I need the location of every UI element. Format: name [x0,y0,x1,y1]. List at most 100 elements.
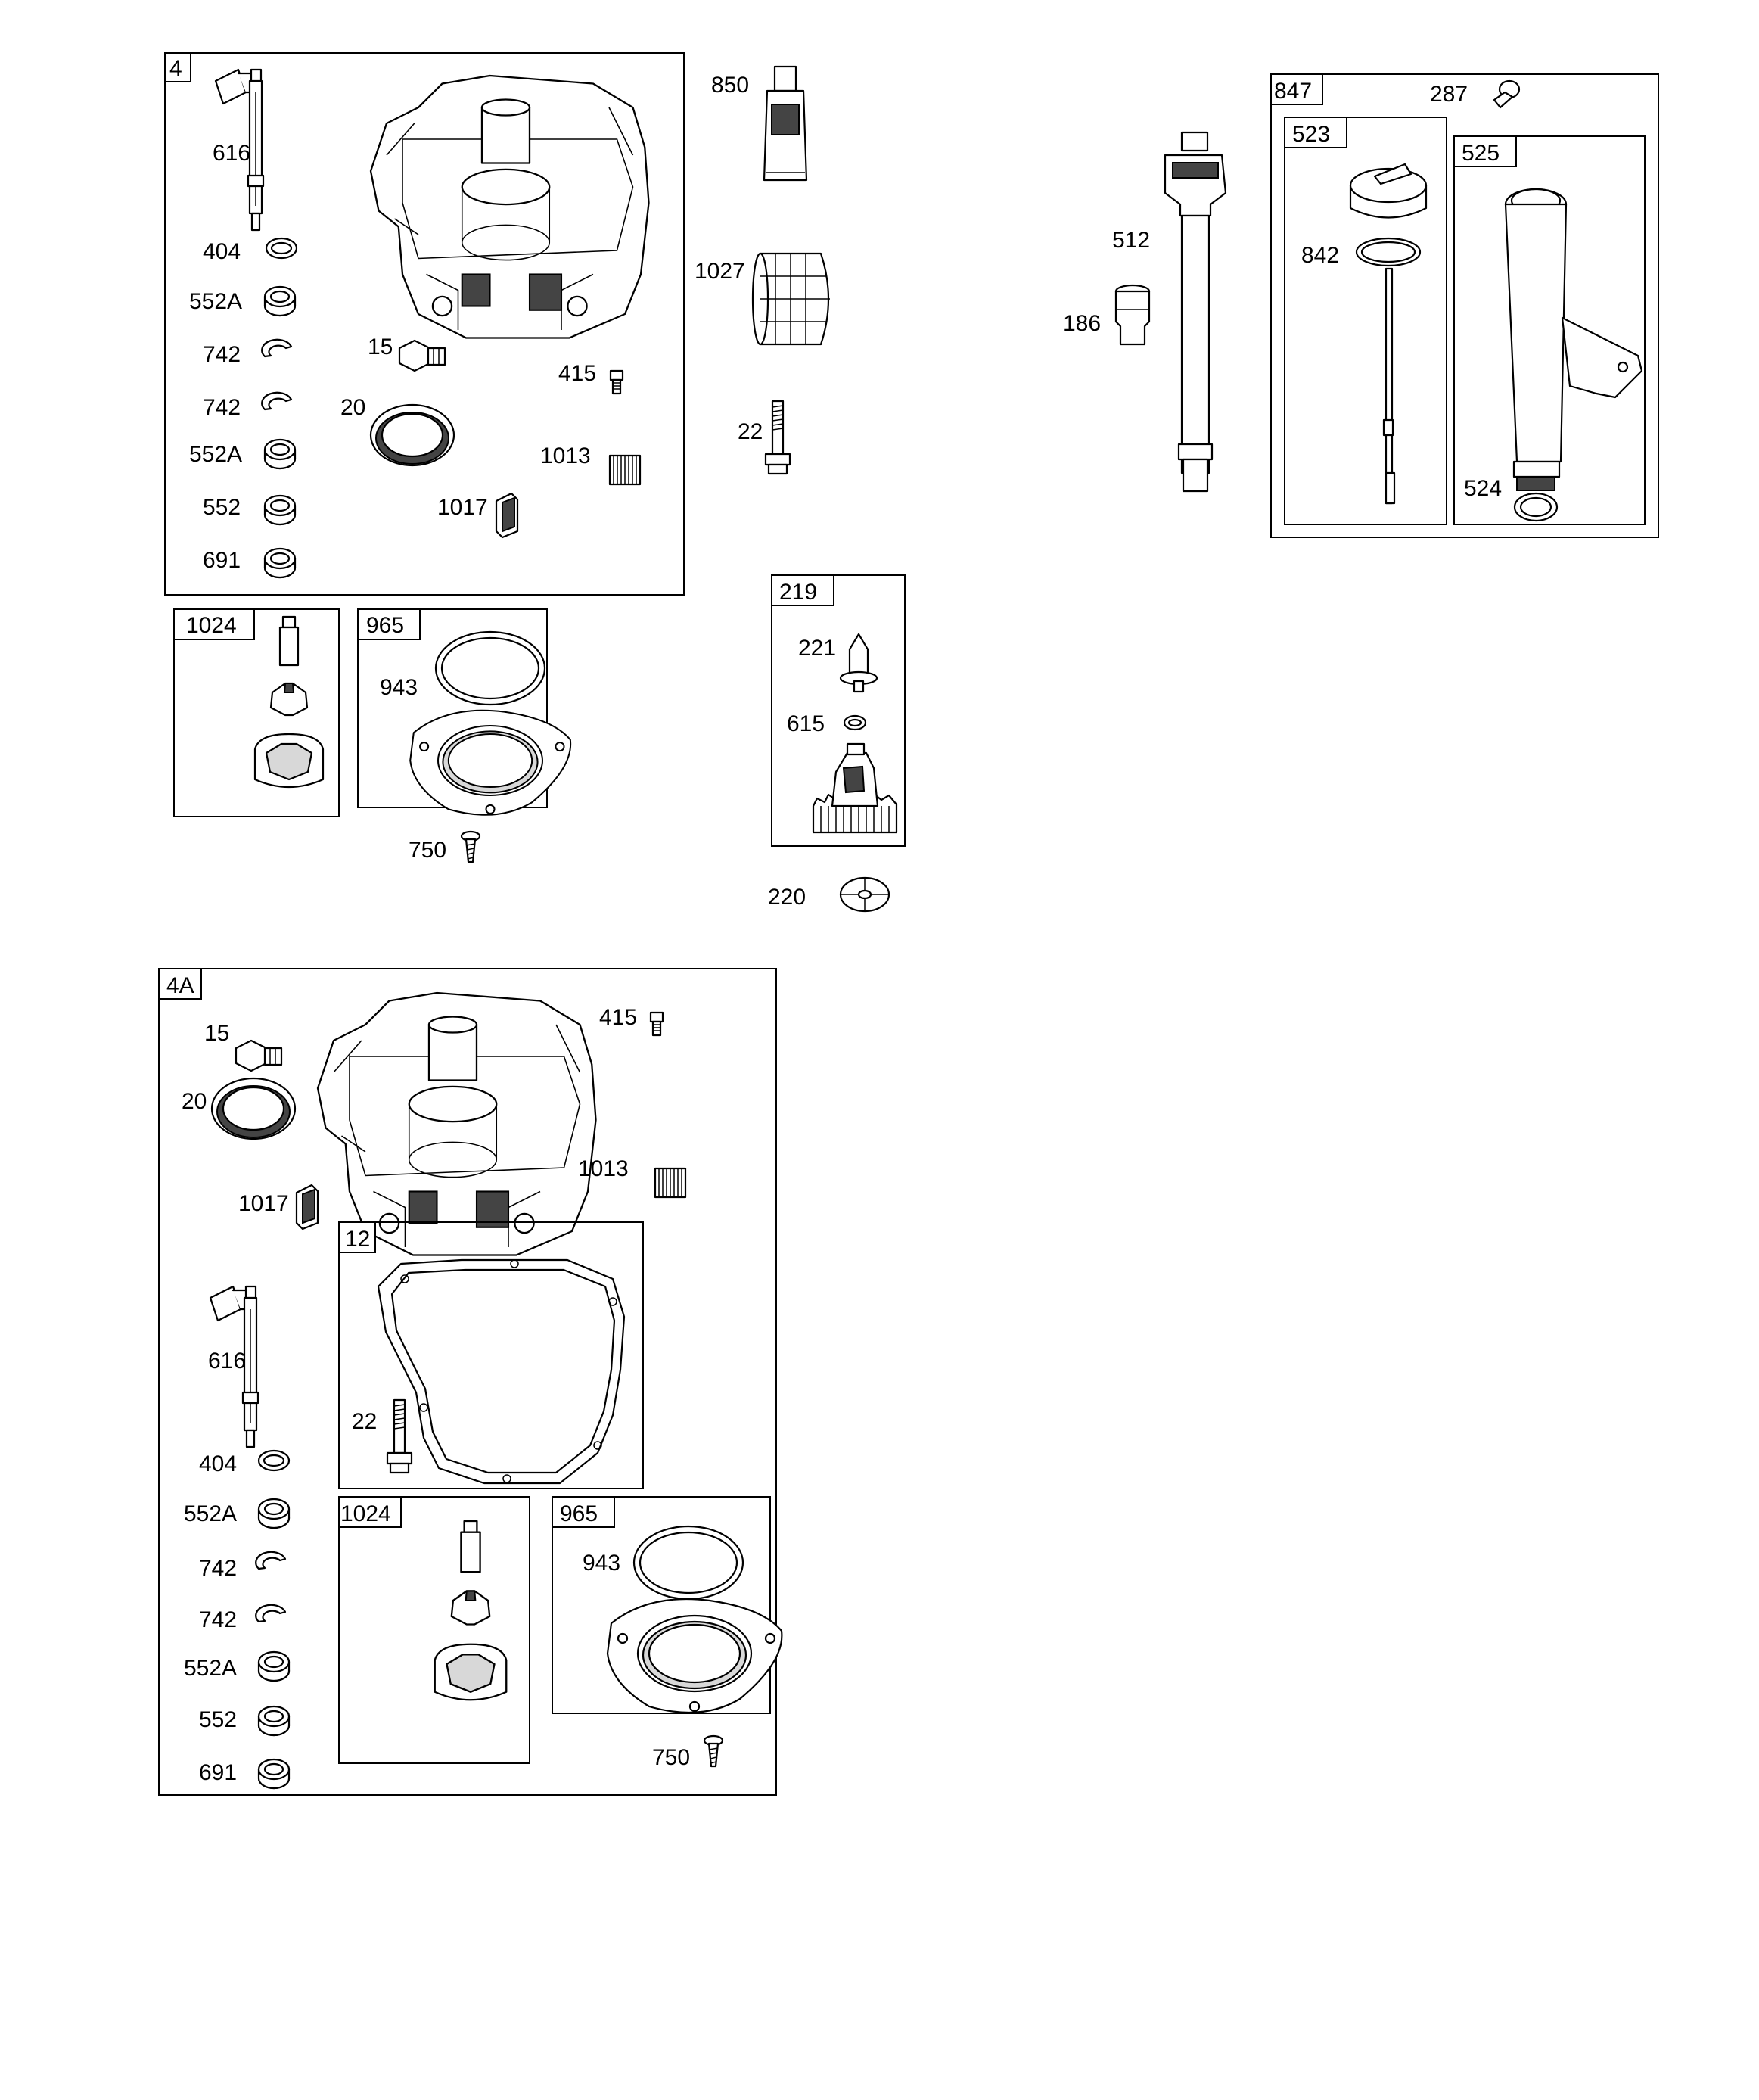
kit-1024-frame [338,1496,530,1764]
part-1024-oil-pump [434,1520,508,1701]
label-552A: 552A [189,442,242,467]
kit-4-frame [164,52,685,596]
part-186-adapter [1114,284,1151,346]
part-220-governor-cup [839,876,890,913]
kit-219-tag [771,574,834,606]
label-415: 415 [599,1005,637,1030]
label-552A: 552A [184,1656,237,1681]
part-742-clip [261,391,293,411]
kit-847-frame [1270,73,1659,538]
part-1017-clip [295,1184,319,1230]
kit-1024-number: 1024 [340,1501,391,1526]
part-15-plug [235,1039,283,1072]
label-742: 742 [203,342,241,367]
kit-965-frame [552,1496,771,1714]
part-525-fill-tube [1504,188,1643,491]
kit-219-frame [771,574,906,847]
label-552A: 552A [184,1501,237,1526]
kit-1024-number: 1024 [186,613,237,638]
label-943: 943 [380,675,418,700]
label-221: 221 [798,636,836,661]
part-552A-bushing [263,438,297,470]
part-22-bolt [764,400,791,475]
label-22: 22 [738,419,763,444]
label-691: 691 [203,548,241,573]
kit-4-number: 4 [169,56,182,81]
part-750-screw [460,830,481,863]
label-616: 616 [213,141,250,166]
part-20-seal [369,403,455,467]
label-742: 742 [199,1607,237,1632]
kit-965-tag [357,608,421,640]
kit-847-tag [1270,73,1323,105]
label-842: 842 [1301,243,1339,268]
part-20-seal [210,1077,297,1140]
part-552A-bushing [257,1498,291,1529]
label-512: 512 [1112,228,1150,253]
kit-12-number: 12 [345,1227,370,1252]
kit-4a-number: 4A [166,973,194,998]
label-615: 615 [787,711,825,736]
kit-965-number: 965 [366,613,404,638]
part-742-clip [255,1604,287,1623]
part-1024-oil-pump [253,615,325,789]
part-691-bushing [257,1758,291,1790]
part-415-screw [649,1011,664,1037]
part-12-gasket [377,1258,626,1485]
kit-4a-tag [158,968,202,1000]
label-850: 850 [711,73,749,98]
label-691: 691 [199,1760,237,1785]
label-15: 15 [204,1021,229,1046]
kit-525-number: 525 [1462,141,1500,166]
part-850-sealant-tube [763,65,808,182]
part-965-plate [606,1598,783,1714]
kit-523-tag [1284,117,1347,148]
part-943-gasket-ring [632,1525,744,1601]
kit-525-frame [1453,135,1646,525]
part-221-governor-pin [839,633,878,693]
part-523-dipstick [1349,163,1428,505]
kit-965-tag [552,1496,615,1528]
label-186: 186 [1063,311,1101,336]
kit-4-tag [164,52,191,82]
part-287-screw [1493,79,1521,109]
part-552A-bushing [257,1650,291,1682]
kit-1024-tag [338,1496,402,1528]
label-415: 415 [558,361,596,386]
label-742: 742 [203,395,241,420]
part-512-oil-fill-tube [1164,131,1227,493]
kit-847-number: 847 [1274,79,1312,104]
crankcase-cover-illustration [316,991,597,1256]
crankcase-cover-illustration [369,74,650,339]
label-404: 404 [203,239,241,264]
label-20: 20 [182,1089,207,1114]
label-750: 750 [652,1745,690,1770]
label-1027: 1027 [695,259,745,284]
part-943-gasket-ring [434,630,546,706]
label-220: 220 [768,885,806,910]
label-552: 552 [203,495,241,520]
label-1017: 1017 [238,1191,289,1216]
kit-219-number: 219 [779,580,817,605]
label-750: 750 [409,838,446,863]
part-1013-spring [608,454,642,486]
kit-523-frame [1284,117,1447,525]
part-1013-spring [654,1167,687,1199]
kit-525-tag [1453,135,1517,167]
part-615-washer [843,714,867,731]
kit-4a-frame [158,968,777,1796]
label-552: 552 [199,1707,237,1732]
label-404: 404 [199,1451,237,1476]
label-22: 22 [352,1409,377,1434]
part-415-screw [609,369,624,395]
part-1027-oil-filter [751,252,830,346]
kit-965-number: 965 [560,1501,598,1526]
label-616: 616 [208,1349,246,1374]
part-750-screw [703,1734,724,1768]
part-22-bolt [386,1398,413,1474]
part-404-washer [265,237,298,260]
kit-12-tag [338,1221,376,1253]
label-20: 20 [340,395,365,420]
label-287: 287 [1430,82,1468,107]
